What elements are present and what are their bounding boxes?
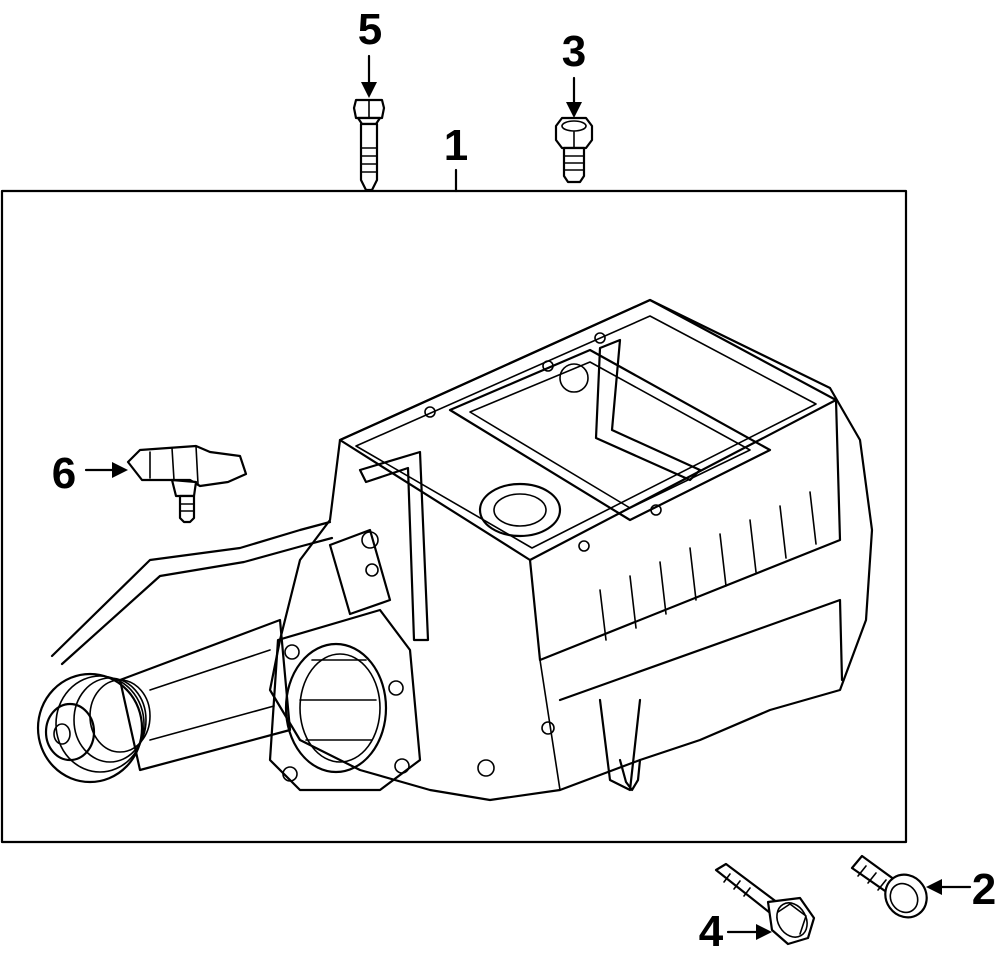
callout-4[interactable]: 4 xyxy=(699,907,724,956)
assembly-frame xyxy=(0,189,908,844)
arrow-right-icon xyxy=(726,924,772,940)
flange-bolt-icon[interactable] xyxy=(714,862,816,946)
supercharger-assembly-icon[interactable] xyxy=(36,298,874,802)
arrow-left-icon xyxy=(926,879,972,895)
arrow-down-icon xyxy=(361,54,377,98)
long-bolt-icon[interactable] xyxy=(352,98,386,192)
callout-2[interactable]: 2 xyxy=(972,865,996,914)
arrow-down-icon xyxy=(566,76,582,118)
hex-bolt-icon[interactable] xyxy=(554,116,594,184)
callout-5[interactable]: 5 xyxy=(358,5,382,54)
arrow-right-icon xyxy=(84,462,128,478)
pressure-sensor-icon[interactable] xyxy=(126,444,248,524)
callout-1[interactable]: 1 xyxy=(444,121,468,170)
callout-3[interactable]: 3 xyxy=(562,27,586,76)
callout-6[interactable]: 6 xyxy=(52,449,76,498)
pan-bolt-icon[interactable] xyxy=(850,854,935,925)
